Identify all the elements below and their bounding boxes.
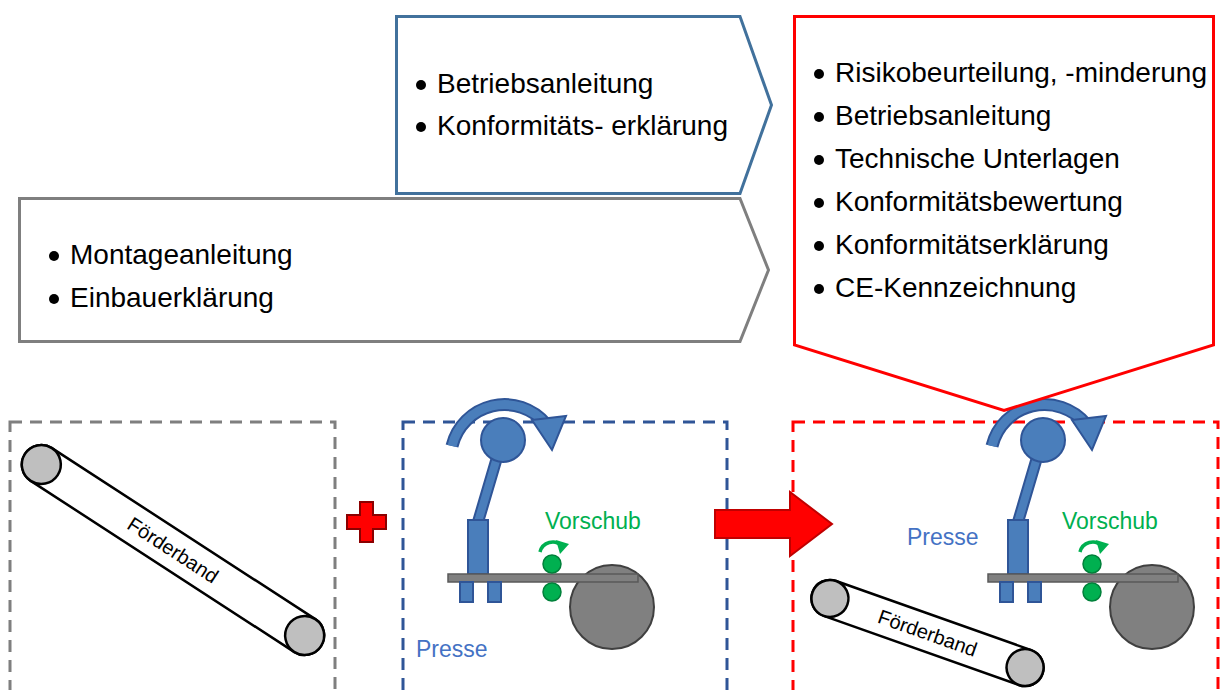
list-item: Konformitäts- erklärung (413, 105, 728, 147)
list-item: Montageanleitung (46, 233, 293, 276)
conveyor-belt: Förderband (12, 435, 333, 664)
part-label: Vorschub (545, 508, 641, 535)
belt-label: Förderband (123, 512, 222, 588)
result-arrow (715, 492, 832, 556)
part-label: Presse (907, 524, 979, 551)
plus-sign (347, 502, 386, 542)
part-label: Vorschub (1062, 508, 1158, 535)
document-callout: Risikobeurteilung, -minderungBetriebsanl… (793, 15, 1215, 412)
part-label: Presse (416, 636, 488, 663)
document-callout: MontageanleitungEinbauerklärung (18, 197, 770, 343)
list-item: Einbauerklärung (46, 276, 293, 319)
callout-border (795, 17, 1214, 411)
belt-roller (278, 609, 332, 663)
list-item: Risikobeurteilung, -minderung (811, 55, 1207, 91)
dashed-frame (10, 422, 335, 690)
belt-roller (14, 438, 68, 492)
press-drawing (448, 405, 654, 649)
bullet-list: Risikobeurteilung, -minderungBetriebsanl… (811, 55, 1207, 306)
list-item: CE-Kennzeichnung (811, 270, 1207, 306)
callout-border (397, 17, 772, 194)
belt-band (806, 575, 1048, 690)
belt-roller (806, 575, 853, 622)
belt-label: Förderband (874, 605, 979, 661)
bullet-list: MontageanleitungEinbauerklärung (46, 233, 293, 319)
list-item: Betriebsanleitung (811, 98, 1207, 134)
press-drawing (988, 405, 1194, 649)
belt-band (14, 438, 331, 663)
list-item: Konformitätserklärung (811, 227, 1207, 263)
callout-outline (395, 15, 773, 195)
list-item: Konformitätsbewertung (811, 184, 1207, 220)
list-item: Betriebsanleitung (413, 63, 728, 105)
belt-roller (1001, 644, 1048, 690)
bullet-list: BetriebsanleitungKonformitäts- erklärung (413, 63, 728, 147)
belt-text-holder: Förderband (12, 435, 333, 664)
dashed-frame (403, 422, 727, 690)
list-item: Technische Unterlagen (811, 141, 1207, 177)
callout-border (20, 199, 769, 342)
document-callout: BetriebsanleitungKonformitäts- erklärung (395, 15, 773, 195)
